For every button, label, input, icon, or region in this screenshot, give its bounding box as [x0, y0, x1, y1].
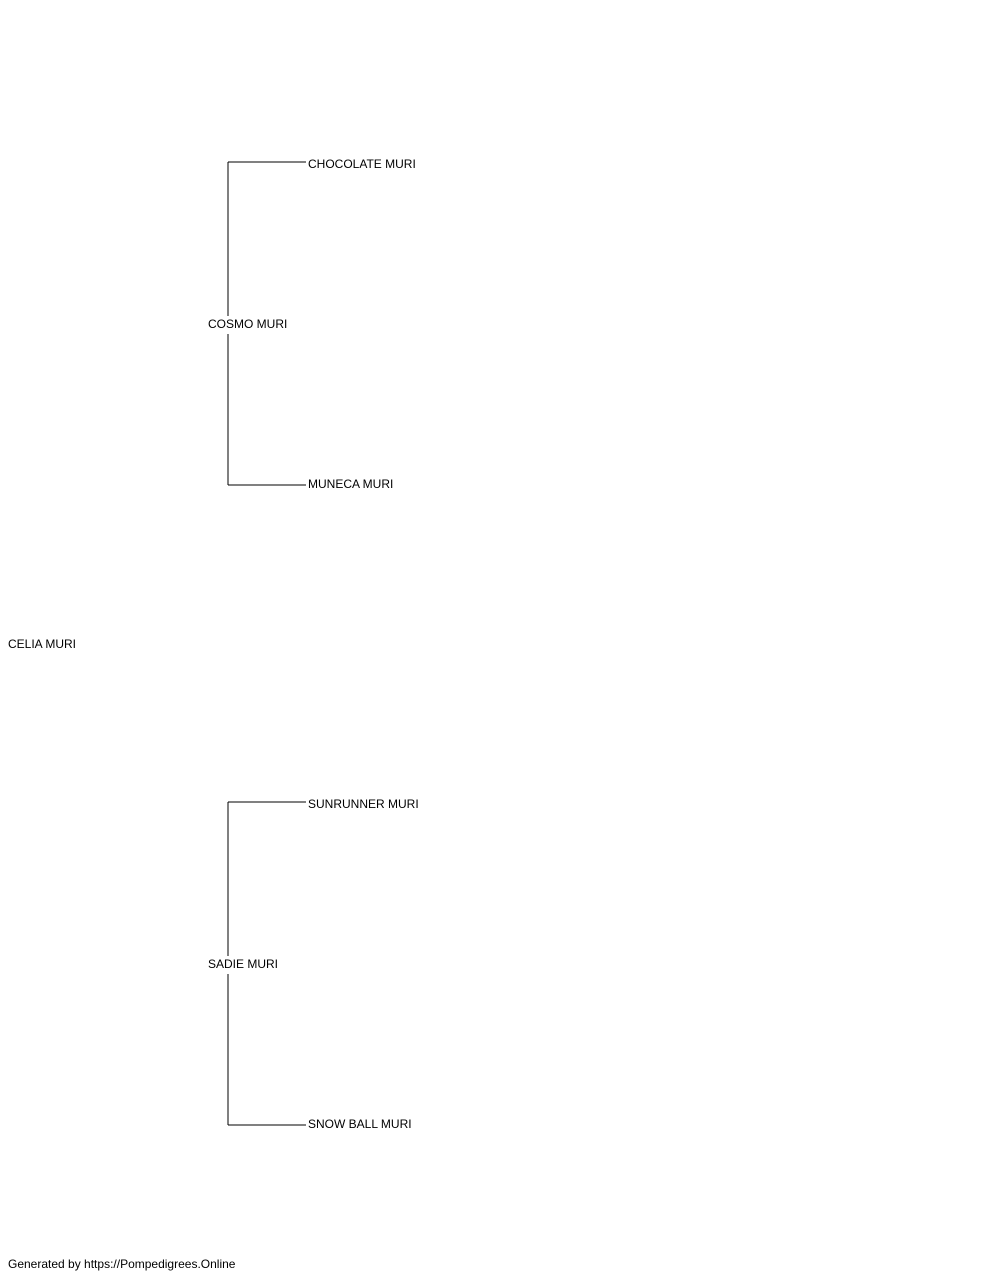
- dam-name: SADIE MURI: [208, 957, 279, 971]
- generated-by-footer: Generated by https://Pompedigrees.Online: [8, 1257, 236, 1271]
- sire-name: COSMO MURI: [208, 317, 288, 331]
- subject-name: CELIA MURI: [8, 637, 77, 651]
- sire-sire-name: CHOCOLATE MURI: [308, 157, 416, 171]
- dam-dam-name: SNOW BALL MURI: [308, 1117, 412, 1131]
- sire-dam-name: MUNECA MURI: [308, 477, 394, 491]
- dam-sire-name: SUNRUNNER MURI: [308, 797, 419, 811]
